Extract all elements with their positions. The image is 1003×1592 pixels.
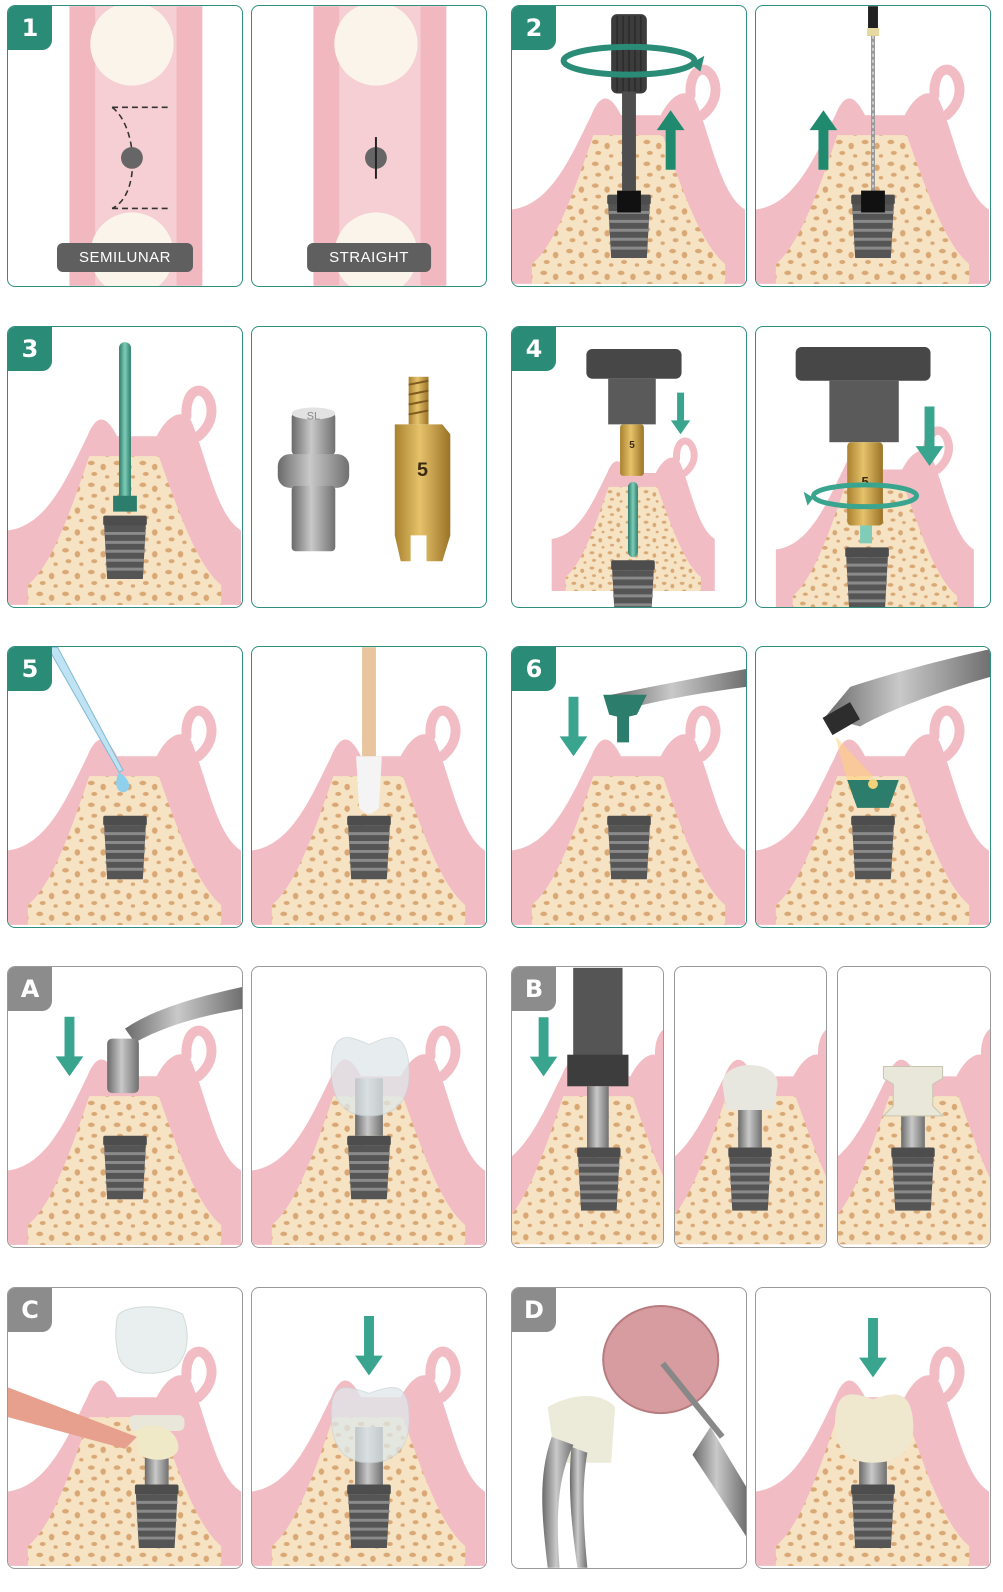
step-1-straight-panel: STRAIGHT <box>251 5 487 287</box>
step-4-gauge-approach-panel: 4 5 <box>511 326 747 608</box>
option-b-driver-panel: B <box>511 966 664 1248</box>
semilunar-label: SEMILUNAR <box>57 243 193 272</box>
step-6-cap-panel: 6 <box>511 646 747 928</box>
step-6-badge: 6 <box>512 647 556 691</box>
abutment-and-gauge-illustration: SL 5 <box>252 327 486 607</box>
step-5-rinse-panel: 5 <box>7 646 243 928</box>
gauge-number: 5 <box>417 459 428 481</box>
step-1-badge: 1 <box>8 6 52 50</box>
crown-on-abutment-illustration <box>252 967 486 1247</box>
cotton-swab-illustration <box>252 647 486 927</box>
option-c-cement-panel: C <box>7 1287 243 1569</box>
abutment-mark: SL <box>307 410 320 422</box>
step-5-badge: 5 <box>8 647 52 691</box>
step-3-post-panel: 3 <box>7 326 243 608</box>
option-d-final-panel <box>755 1287 991 1569</box>
option-c-seat-panel <box>251 1287 487 1569</box>
step-5-swab-panel <box>251 646 487 928</box>
step-2-badge: 2 <box>512 6 556 50</box>
healing-cap-illustration <box>675 967 826 1247</box>
light-curing-illustration <box>756 647 990 927</box>
step-4-badge: 4 <box>512 327 556 371</box>
option-b-badge: B <box>512 967 556 1011</box>
option-b-coping-panel <box>837 966 991 1248</box>
step-3-badge: 3 <box>8 327 52 371</box>
step-4-gauge-turn-panel: 5 <box>755 326 991 608</box>
option-a-crown-panel <box>251 966 487 1248</box>
cover-screw-lifted-illustration <box>756 6 990 286</box>
step-6-cure-panel <box>755 646 991 928</box>
straight-label: STRAIGHT <box>307 243 431 272</box>
coping-illustration <box>838 967 990 1247</box>
step-1-semilunar-panel: 1 SEMILUNAR <box>7 5 243 287</box>
option-a-badge: A <box>8 967 52 1011</box>
final-crown-illustration <box>756 1288 990 1568</box>
option-a-abutment-panel: A <box>7 966 243 1248</box>
option-c-badge: C <box>8 1288 52 1332</box>
gauge-number-small: 5 <box>629 440 635 451</box>
option-d-badge: D <box>512 1288 556 1332</box>
step-2-removal-panel <box>755 5 991 287</box>
crown-seating-illustration <box>252 1288 486 1568</box>
option-b-healing-cap-panel <box>674 966 827 1248</box>
step-2-screwdriver-panel: 2 <box>511 5 747 287</box>
step-3-components-panel: SL 5 <box>251 326 487 608</box>
gauge-turn-illustration: 5 <box>756 327 990 607</box>
option-d-grind-panel: D <box>511 1287 747 1569</box>
